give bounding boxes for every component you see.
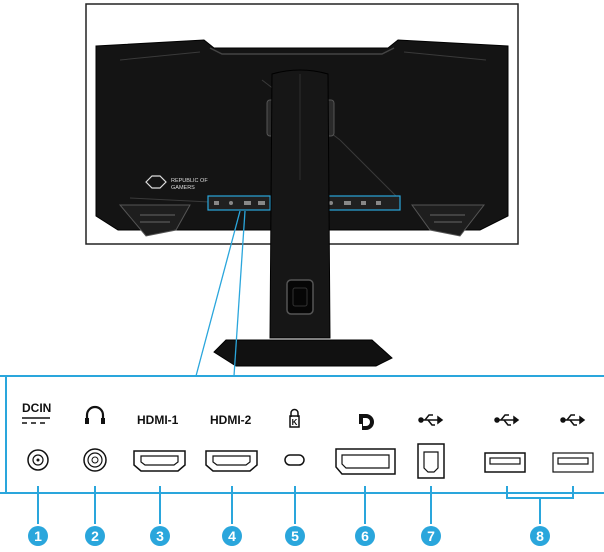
label-hdmi-2: HDMI-2 [210,413,252,427]
port-panel-outline [0,375,604,494]
port-kensington-lock: K [284,408,305,466]
displayport-icon [359,414,374,430]
label-dcin: DCIN [22,401,52,415]
callout-2: 2 [85,526,105,546]
rog-logo-line2: GAMERS [171,185,195,191]
svg-text:K: K [292,418,298,427]
usb-icon [418,414,444,426]
port-hdmi-1 [133,450,186,472]
rog-logo-line1: REPUBLIC OF [171,178,208,184]
port-dc-in [22,417,50,471]
headphone-icon [85,405,105,423]
monitor-back-illustration: REPUBLIC OF GAMERS [85,3,519,367]
callout-stems [37,486,432,524]
port-usb-a-pair [484,414,594,524]
port-displayport [335,414,396,475]
callout-line-right [233,210,246,377]
kensington-lock-icon: K [289,408,300,428]
port-headphone [83,405,107,472]
monitor-base [213,339,393,367]
monitor-stand [269,69,331,339]
callout-1: 1 [28,526,48,546]
callout-line-left [195,210,241,377]
port-hdmi-2 [205,450,258,472]
callout-8: 8 [530,526,550,546]
port-usb-b [417,414,445,479]
usb-icon [560,414,586,426]
callout-5: 5 [285,526,305,546]
usb-icon [494,414,520,426]
rog-logo: REPUBLIC OF GAMERS [145,175,208,191]
callout-7: 7 [421,526,441,546]
callout-4: 4 [222,526,242,546]
label-hdmi-1: HDMI-1 [137,413,179,427]
callout-6: 6 [355,526,375,546]
callout-3: 3 [150,526,170,546]
